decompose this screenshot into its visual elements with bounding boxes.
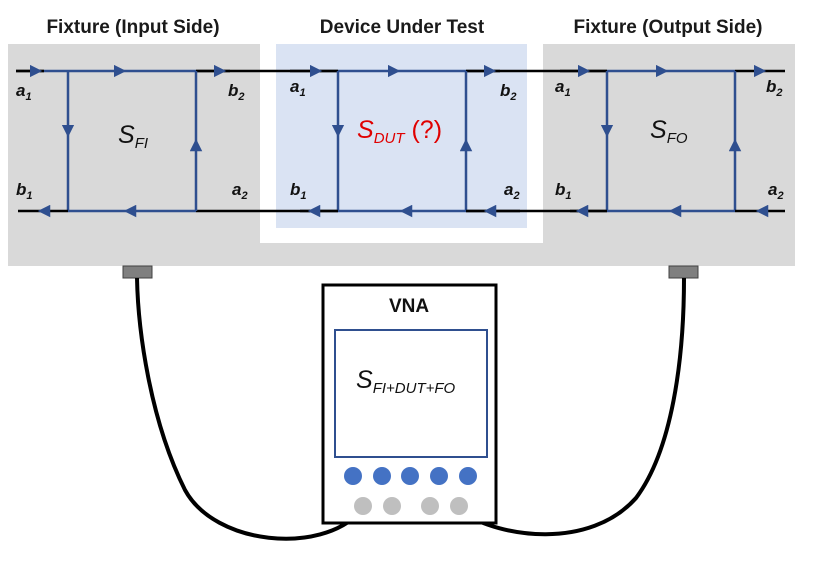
cable-output [460,277,686,537]
connector-input [122,265,153,279]
port-label-b2-fo: b2 [766,77,783,99]
vna-port-connector[interactable] [383,497,401,515]
vna-title: VNA [389,296,429,317]
port-label-b1-fo: b1 [555,180,572,202]
fixture-input-flowgraph [16,64,230,218]
port-label-b2-fi: b2 [228,81,245,103]
port-label-a2-fi: a2 [232,180,248,202]
vna-blue-button[interactable] [373,467,391,485]
vna-port-connector[interactable] [354,497,372,515]
port-label-a2-dut: a2 [504,180,520,202]
header-dut: Device Under Test [320,17,485,38]
s-label-fixture-input: SFI [118,121,148,152]
vna-port-connector[interactable] [421,497,439,515]
port-label-a1-dut: a1 [290,77,306,99]
port-label-b1-dut: b1 [290,180,307,202]
port-label-a2-fo: a2 [768,180,784,202]
port-label-a1-fi: a1 [16,81,32,103]
fixture-output-flowgraph [560,64,785,218]
connector-output [668,265,699,279]
port-label-b2-dut: b2 [500,81,517,103]
vna-display-label: SFI+DUT+FO [356,366,456,397]
header-fixture-input: Fixture (Input Side) [46,17,219,38]
vna-blue-button[interactable] [459,467,477,485]
vna-blue-button[interactable] [401,467,419,485]
s-label-fixture-output: SFO [650,116,688,147]
header-fixture-output: Fixture (Output Side) [574,17,763,38]
cable-input [135,277,362,541]
vna-blue-button[interactable] [344,467,362,485]
port-label-b1-fi: b1 [16,180,33,202]
vna-port-connector[interactable] [450,497,468,515]
dut-flowgraph [290,64,520,218]
port-label-a1-fo: a1 [555,77,571,99]
s-label-dut: SDUT (?) [357,116,442,147]
vna-display [334,329,488,458]
vna-blue-button[interactable] [430,467,448,485]
